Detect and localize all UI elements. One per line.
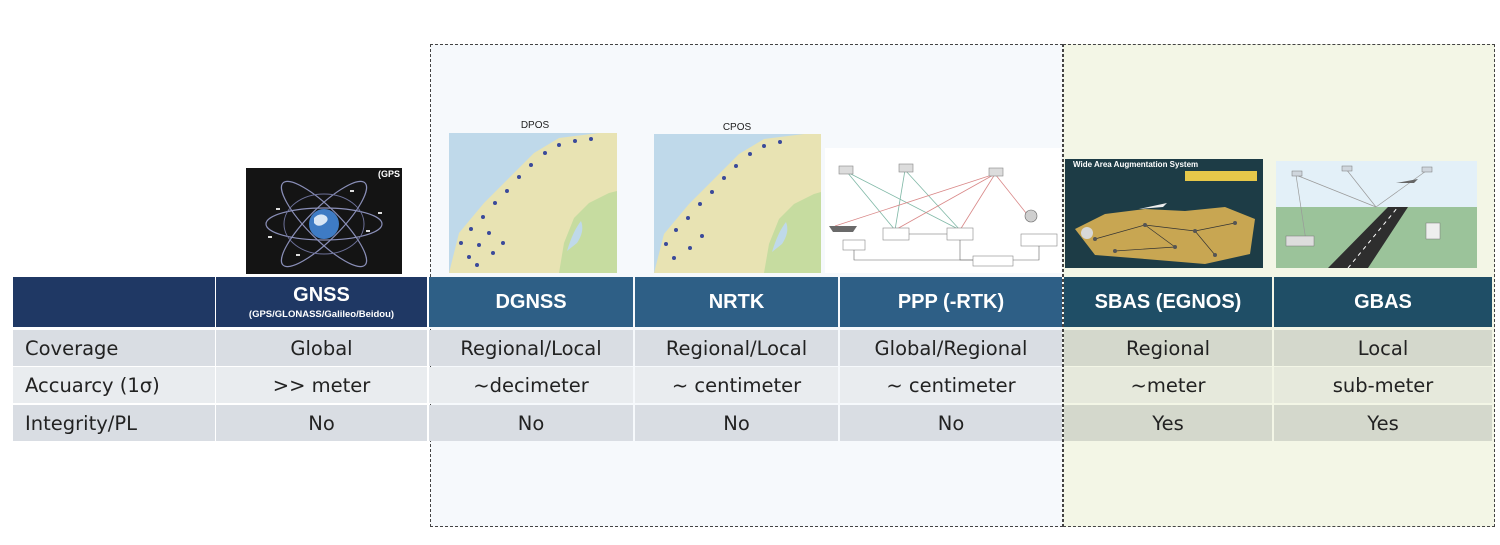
header-cell-empty [13,277,215,327]
header-subtitle-gnss: (GPS/GLONASS/Galileo/Beidou) [248,309,395,320]
cell-accuracy-sbas: ~meter [1064,367,1272,403]
cell-coverage-gbas: Local [1274,330,1492,366]
satellite-orbits-icon [246,168,402,274]
ppp-diagram-image [825,148,1061,273]
gnss-orbit-image: (GPS [246,168,402,274]
dpos-caption: DPOS [520,120,550,131]
gbas-image [1276,161,1477,268]
header-title-ppp: PPP (-RTK) [897,290,1005,313]
cell-accuracy-nrtk: ~ centimeter [635,367,838,403]
cell-integrity-gbas: Yes [1274,405,1492,441]
cell-coverage-ppp: Global/Regional [840,330,1062,366]
cell-coverage-nrtk: Regional/Local [635,330,838,366]
cell-accuracy-ppp: ~ centimeter [840,367,1062,403]
waas-title: Wide Area Augmentation System [1073,160,1199,169]
cell-coverage-sbas: Regional [1064,330,1272,366]
cell-integrity-ppp: No [840,405,1062,441]
cell-accuracy-gbas: sub-meter [1274,367,1492,403]
header-title-dgnss: DGNSS [495,290,567,313]
header-cell-nrtk: NRTK [635,277,838,327]
waas-map-icon [1065,159,1263,268]
cell-integrity-nrtk: No [635,405,838,441]
norway-map-icon [449,133,617,273]
header-cell-gbas: GBAS [1274,277,1492,327]
gbas-runway-icon [1276,161,1477,268]
cpos-caption: CPOS [722,122,752,133]
dpos-map-image [449,133,617,273]
norway-map-icon [654,134,821,273]
header-cell-ppp: PPP (-RTK) [840,277,1062,327]
cell-integrity-sbas: Yes [1064,405,1272,441]
header-title-sbas: SBAS (EGNOS) [1094,290,1242,313]
header-cell-sbas: SBAS (EGNOS) [1064,277,1272,327]
header-title-nrtk: NRTK [708,290,765,313]
header-cell-dgnss: DGNSS [429,277,633,327]
header-title-gnss: GNSS [293,284,350,306]
sbas-waas-image: Wide Area Augmentation System [1065,159,1263,268]
ppp-network-diagram-icon [825,148,1061,273]
row-label-integrity: Integrity/PL [13,405,215,441]
cell-accuracy-dgnss: ~decimeter [429,367,633,403]
cell-integrity-gnss: No [216,405,427,441]
cell-integrity-dgnss: No [429,405,633,441]
cell-coverage-dgnss: Regional/Local [429,330,633,366]
cell-coverage-gnss: Global [216,330,427,366]
row-label-coverage: Coverage [13,330,215,366]
cell-accuracy-gnss: >> meter [216,367,427,403]
row-label-accuracy: Accuarcy (1σ) [13,367,215,403]
header-title-gbas: GBAS [1354,290,1412,313]
header-cell-gnss: GNSS (GPS/GLONASS/Galileo/Beidou) [216,277,427,327]
gnss-image-tag: (GPS [377,169,400,179]
cpos-map-image [654,134,821,273]
